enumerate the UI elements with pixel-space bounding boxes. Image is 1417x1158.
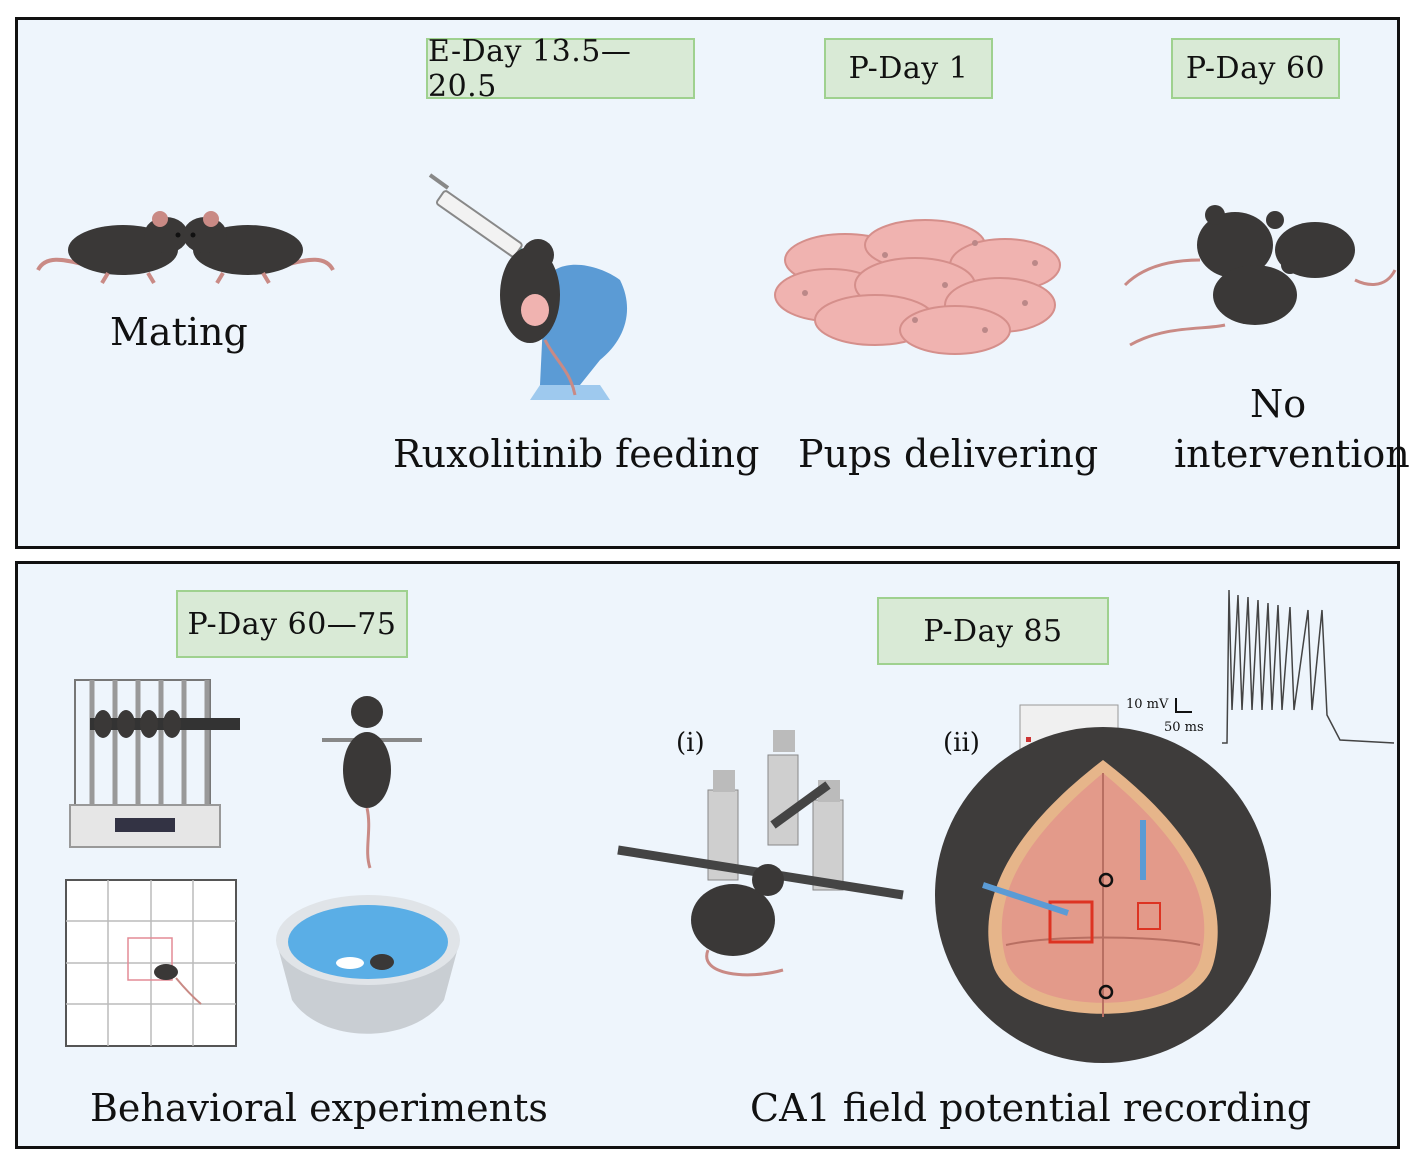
mating-mice-icon <box>36 211 335 285</box>
mouse-icon <box>183 211 335 285</box>
rotarod-icon <box>69 679 240 848</box>
scale-time: 50 ms <box>1164 720 1204 735</box>
label-intervention: intervention <box>1174 432 1410 476</box>
label-behavioral-experiments: Behavioral experiments <box>90 1086 548 1130</box>
stereotaxic-frame-icon <box>617 730 904 977</box>
tag-embryonic-day: E-Day 13.5—20.5 <box>426 34 695 104</box>
brain-skull-icon <box>935 727 1271 1063</box>
pups-icon <box>774 219 1061 355</box>
glove-icon <box>530 264 628 400</box>
timeline-panel-top <box>15 17 1400 549</box>
open-field-icon <box>65 879 237 1047</box>
label-no: No <box>1250 382 1307 426</box>
mouse-icon <box>1213 256 1299 325</box>
label-ruxolitinib-feeding: Ruxolitinib feeding <box>393 432 760 476</box>
mouse-icon <box>1266 211 1355 278</box>
tag-recording-day: P-Day 85 <box>877 597 1109 665</box>
mouse-icon <box>1197 205 1273 278</box>
label-sub-i: (i) <box>676 728 705 758</box>
mouse-icon <box>500 239 577 396</box>
hanging-mouse-icon <box>322 696 422 869</box>
tag-postnatal-day-60: P-Day 60 <box>1171 38 1340 99</box>
tag-behavior-days: P-Day 60—75 <box>176 590 408 658</box>
mouse-icon <box>36 211 188 285</box>
mouse-icon <box>343 696 391 808</box>
oral-gavage-illustration <box>428 173 628 400</box>
water-maze-icon <box>276 895 460 1034</box>
label-ca1-recording: CA1 field potential recording <box>750 1086 1312 1130</box>
adult-mice-icon <box>1123 205 1397 347</box>
label-pups-delivering: Pups delivering <box>798 432 1099 476</box>
label-mating: Mating <box>110 310 248 354</box>
mouse-icon <box>691 864 784 956</box>
action-potential-trace <box>1175 589 1395 744</box>
tag-postnatal-day-1: P-Day 1 <box>824 38 993 99</box>
electrode-icon <box>982 820 1146 916</box>
scale-voltage: 10 mV <box>1126 697 1169 712</box>
label-sub-ii: (ii) <box>943 728 980 758</box>
